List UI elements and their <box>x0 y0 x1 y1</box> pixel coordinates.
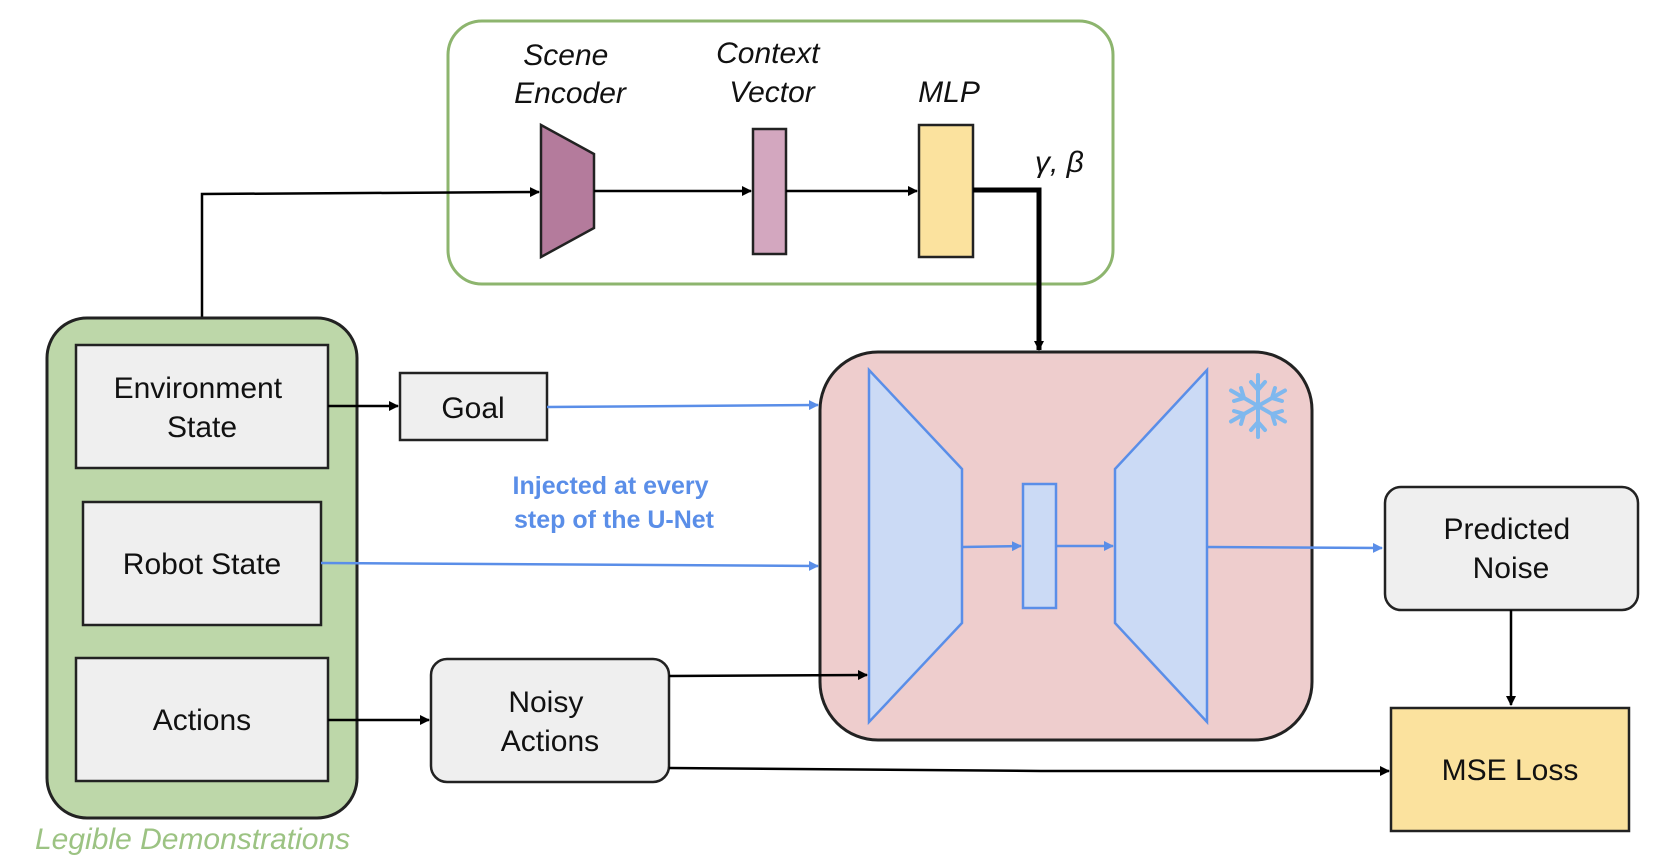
robot-state-box[interactable] <box>81 500 323 627</box>
predicted-noise-box[interactable] <box>1383 485 1640 612</box>
unet-encoder-block <box>867 366 964 726</box>
context-vector-block <box>751 127 788 256</box>
noisy-actions-label: Noisy Actions <box>501 686 599 758</box>
goal-label: Goal <box>441 392 504 425</box>
context-vector-label: Context Vector <box>716 37 828 109</box>
demonstrations-caption: Legible Demonstrations <box>35 823 350 856</box>
unet-enc-to-bottleneck-arrow <box>961 541 1022 552</box>
actions-box[interactable] <box>74 656 330 783</box>
predicted-noise-label: Predicted Noise <box>1443 513 1578 585</box>
actions-label: Actions <box>153 704 251 737</box>
mse-loss-label: MSE Loss <box>1442 754 1579 787</box>
environment-state-box[interactable] <box>74 343 330 470</box>
injection-note: Injected at every step of the U-Net <box>513 472 716 534</box>
environment-state-label: Environment State <box>114 372 291 444</box>
scene-encoder-block <box>539 122 596 260</box>
mlp-label: MLP <box>918 76 980 109</box>
scene-encoder-label: Scene Encoder <box>514 39 627 110</box>
noisy-to-unet-arrow <box>668 670 868 681</box>
env-to-encoder-arrow <box>200 187 540 345</box>
unet-decoder-block <box>1113 366 1209 726</box>
noisy-to-loss-arrow <box>668 766 1390 776</box>
snowflake-icon <box>1229 373 1287 439</box>
noisy-actions-box[interactable] <box>429 657 671 784</box>
mse-loss-box[interactable] <box>1389 706 1631 833</box>
mlp-block <box>917 123 975 259</box>
film-to-unet-arrow <box>973 187 1044 351</box>
goal-to-unet-arrow <box>546 400 819 411</box>
unet-bottleneck-block <box>1021 482 1058 610</box>
film-params-label: γ, β <box>1035 146 1084 179</box>
robot-state-to-unet-arrow <box>320 560 819 571</box>
unet-to-predicted-noise-arrow <box>1206 542 1383 553</box>
robot-state-label: Robot State <box>123 548 281 581</box>
